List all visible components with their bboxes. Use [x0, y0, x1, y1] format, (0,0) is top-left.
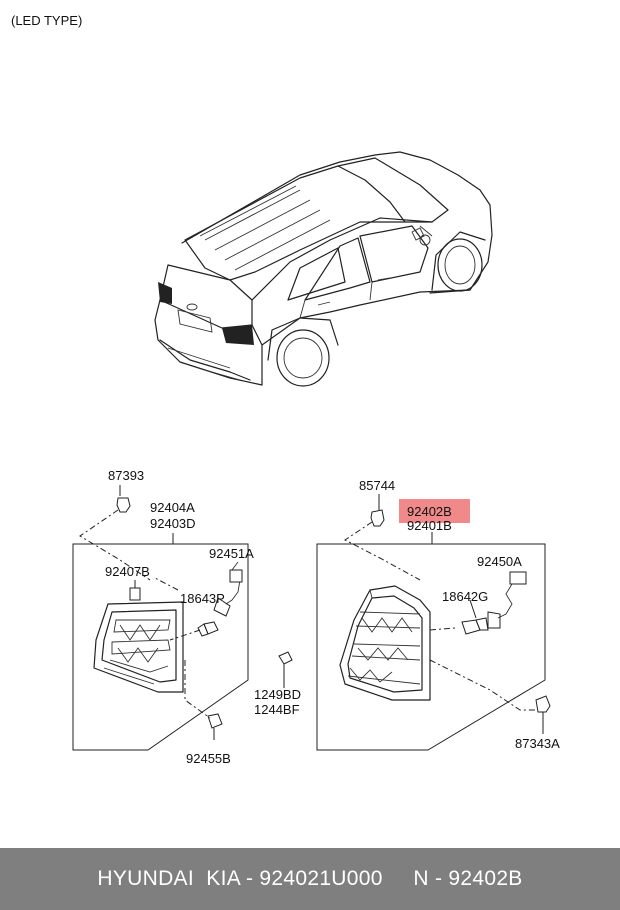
footer-part-number: HYUNDAI KIA - 924021U000 N - 92402B	[97, 867, 523, 890]
label-18642G: 18642G	[442, 589, 488, 604]
label-92402B: 92402B	[407, 504, 452, 519]
label-1249BD: 1249BD	[254, 687, 301, 702]
right-tail-lamp	[339, 585, 431, 701]
label-87343A: 87343A	[515, 736, 560, 751]
left-tail-lamp	[93, 601, 184, 693]
label-92403D: 92403D	[150, 516, 196, 531]
footer-bar: HYUNDAI KIA - 924021U000 N - 92402B	[0, 848, 620, 910]
highlight-92402B	[399, 499, 470, 523]
right-lamp-assembly: 85744 92402B 92401B 92450A 18642G 87343A	[316, 478, 560, 751]
label-92455B: 92455B	[186, 751, 231, 766]
label-18643P: 18643P	[180, 591, 225, 606]
label-85744: 85744	[359, 478, 395, 493]
label-1244BF: 1244BF	[254, 702, 300, 717]
label-92451A: 92451A	[209, 546, 254, 561]
screw-1249BD: 1249BD 1244BF	[254, 651, 301, 717]
left-assembly-box	[72, 543, 249, 751]
right-assembly-box	[316, 543, 546, 751]
label-87393: 87393	[108, 468, 144, 483]
label-92404A: 92404A	[150, 500, 195, 515]
parts-diagram: (LED TYPE)	[11, 13, 560, 766]
label-92407B: 92407B	[105, 564, 150, 579]
nut-85744	[370, 509, 385, 527]
nut-87393	[116, 497, 131, 513]
vehicle-illustration	[154, 151, 493, 387]
label-92450A: 92450A	[477, 554, 522, 569]
left-lamp-assembly: 87393 92404A 92403D 92451A 92407B 18643P…	[72, 468, 254, 766]
label-92401B: 92401B	[407, 518, 452, 533]
diagram-title: (LED TYPE)	[11, 13, 82, 28]
